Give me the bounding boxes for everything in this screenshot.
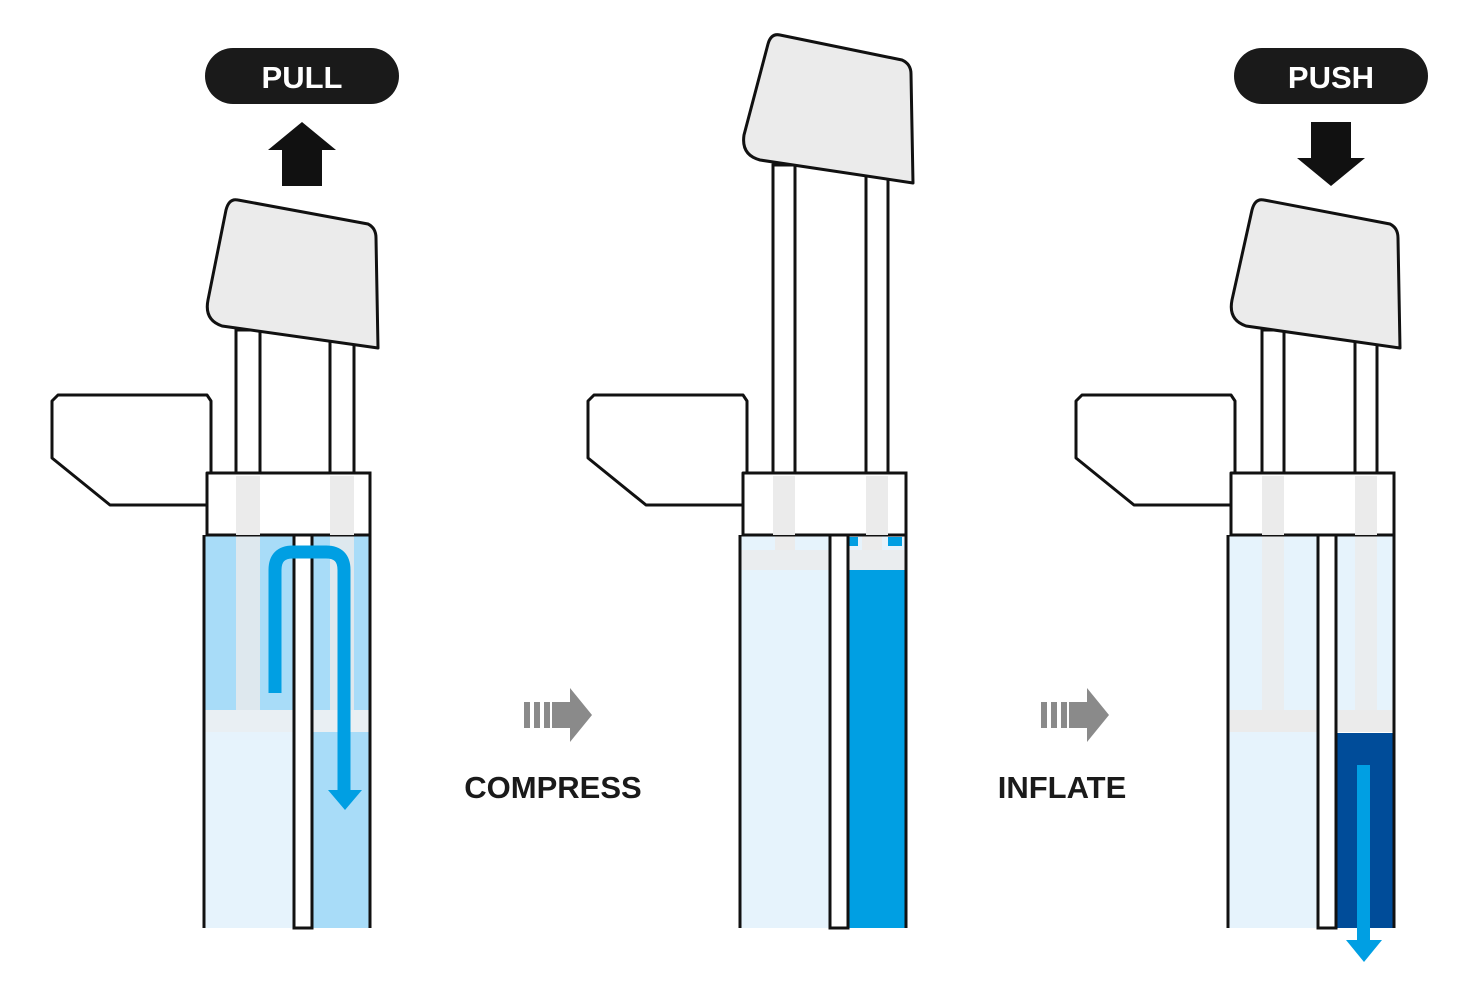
compress-stage: [586, 33, 915, 930]
step-arrow-icon: [524, 688, 592, 742]
push-handle: [1229, 198, 1402, 350]
step-arrow-icon: [1041, 688, 1109, 742]
pull-stage: PULL: [50, 48, 399, 930]
push-bracket: [1074, 393, 1237, 507]
down-arrow-icon: [1297, 122, 1365, 186]
up-arrow-icon: [268, 122, 336, 186]
pull-badge: PULL: [205, 48, 399, 104]
push-stage: PUSH: [1074, 48, 1428, 962]
pull-handle: [205, 198, 380, 350]
compress-label: COMPRESS: [464, 770, 641, 805]
inflate-label: INFLATE: [998, 770, 1127, 805]
flow-arrow-icon: [268, 545, 351, 790]
flow-arrow-icon: [1357, 765, 1370, 940]
compress-bracket: [586, 393, 749, 507]
pull-label: PULL: [262, 60, 343, 95]
compress-handle: [742, 33, 915, 185]
push-label: PUSH: [1288, 60, 1374, 95]
pull-bracket: [50, 393, 213, 507]
push-badge: PUSH: [1234, 48, 1428, 104]
compress-chamber-left: [740, 535, 830, 928]
compress-chamber-right: [848, 570, 906, 928]
